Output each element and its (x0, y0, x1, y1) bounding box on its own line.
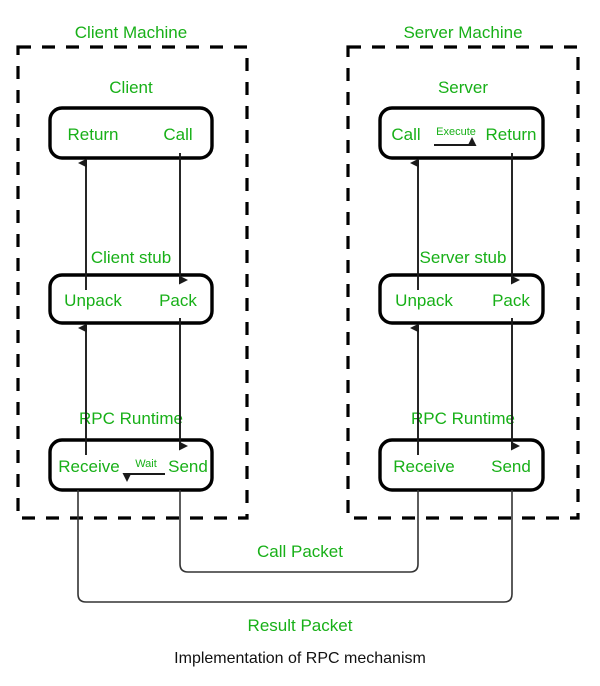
server-machine-frame (346, 45, 580, 520)
client-machine-frame (16, 45, 249, 520)
client-stub-unpack-label: Unpack (64, 291, 122, 310)
server-box (378, 106, 545, 160)
server-stub-pack-label: Pack (492, 291, 530, 310)
call-packet-path (179, 490, 419, 573)
result-packet-path (77, 490, 513, 603)
server-call-label: Call (391, 125, 420, 144)
server-runtime-title: RPC Runtime (411, 409, 515, 428)
server-stub-box (378, 273, 545, 325)
client-runtime-wait-label: Wait (135, 458, 157, 470)
result-packet-label: Result Packet (248, 616, 353, 635)
client-machine-title: Client Machine (75, 23, 187, 42)
server-return-label: Return (485, 125, 536, 144)
client-runtime-box (48, 438, 214, 492)
server-runtime-box (378, 438, 545, 492)
client-runtime-send-label: Send (168, 457, 208, 476)
client-call-label: Call (163, 125, 192, 144)
diagram-caption: Implementation of RPC mechanism (174, 650, 426, 667)
server-runtime-send-label: Send (491, 457, 531, 476)
server-execute-label: Execute (436, 126, 476, 138)
server-stub-unpack-label: Unpack (395, 291, 453, 310)
client-stub-pack-label: Pack (159, 291, 197, 310)
server-runtime-receive-label: Receive (393, 457, 454, 476)
client-stub-box (48, 273, 214, 325)
server-machine-title: Server Machine (403, 23, 522, 42)
client-return-label: Return (67, 125, 118, 144)
server-stub-title: Server stub (420, 248, 507, 267)
client-runtime-receive-label: Receive (58, 457, 119, 476)
client-runtime-title: RPC Runtime (79, 409, 183, 428)
client-stub-title: Client stub (91, 248, 171, 267)
client-layer-title: Client (109, 78, 153, 97)
call-packet-label: Call Packet (257, 542, 343, 561)
server-layer-title: Server (438, 78, 488, 97)
client-box (48, 106, 214, 160)
